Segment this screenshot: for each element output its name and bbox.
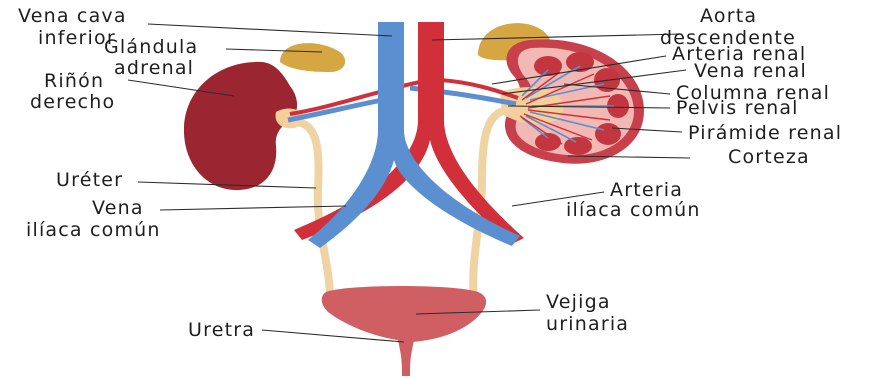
- right-adrenal-gland: [280, 43, 345, 72]
- label-arteria-iliaca-comun: Arteria ilíaca común: [566, 179, 701, 221]
- right-kidney: [184, 62, 297, 190]
- label-vejiga-urinaria: Vejiga urinaria: [546, 291, 629, 335]
- label-vena-iliaca-comun: Vena ilíaca común: [26, 197, 161, 241]
- left-kidney-section: [500, 39, 644, 163]
- urinary-bladder: [322, 286, 486, 342]
- right-ureter: [296, 122, 330, 300]
- label-vena-renal: Vena renal: [694, 60, 807, 82]
- label-uretra: Uretra: [188, 319, 255, 341]
- label-piramide-renal: Pirámide renal: [688, 122, 842, 144]
- label-pelvis-renal: Pelvis renal: [676, 97, 799, 119]
- label-rinon-derecho: Riñón derecho: [30, 70, 115, 113]
- urethra: [398, 340, 414, 376]
- label-corteza: Corteza: [728, 146, 810, 168]
- label-glandula-adrenal: Glándula adrenal: [104, 36, 206, 79]
- label-ureter: Uréter: [56, 169, 123, 191]
